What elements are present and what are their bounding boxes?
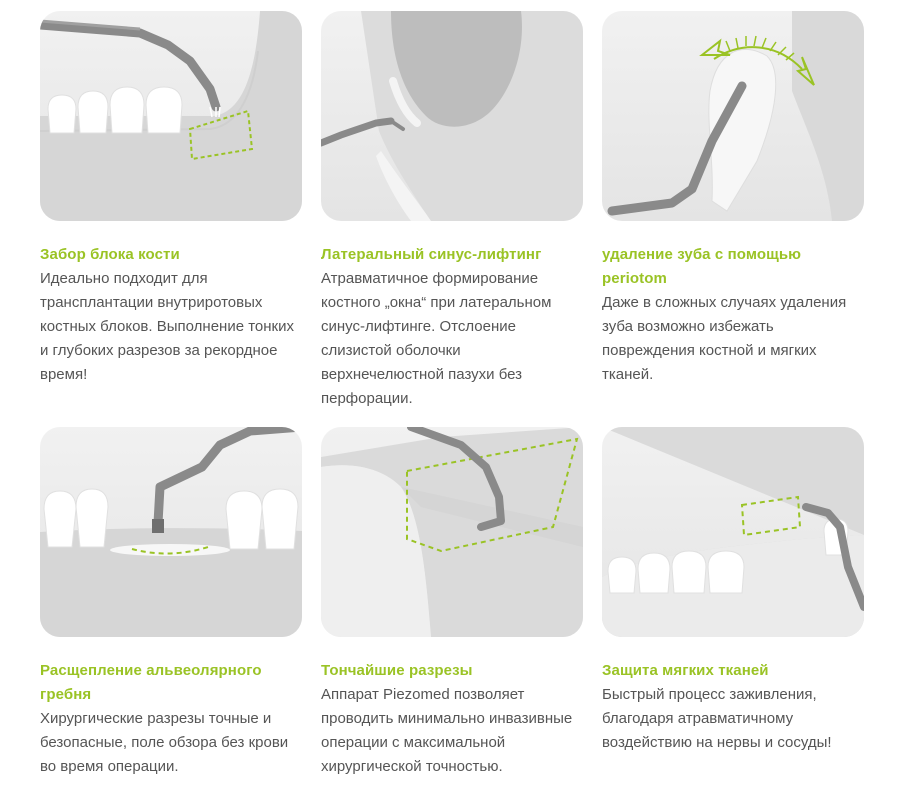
card-lateral-sinus-lift: Латеральный синус-лифтинг Атравматичное …: [321, 11, 583, 411]
card-title: Защита мягких тканей: [602, 662, 769, 679]
card-description: Даже в сложных случаях удаления зуба воз…: [602, 294, 847, 383]
card-description: Атравматичное формирование костного „окн…: [321, 270, 552, 407]
card-description: Аппарат Piezomed позволяет проводить мин…: [321, 686, 573, 775]
card-description: Хирургические разрезы точные и безопасны…: [40, 710, 289, 775]
card-soft-tissue-protection: Защита мягких тканей Быстрый процесс заж…: [602, 427, 864, 755]
sinus-lift-illustration: [321, 11, 583, 221]
card-tooth-extraction-periotom: удаление зуба с помощью periotom Даже в …: [602, 11, 864, 387]
bone-block-illustration: [40, 11, 302, 221]
card-ridge-split: Расщепление альвеолярного гребня Хирурги…: [40, 427, 302, 779]
card-description: Быстрый процесс заживления, благодаря ат…: [602, 686, 832, 751]
card-title: Расщепление альвеолярного гребня: [40, 662, 262, 703]
card-bone-block-harvest: Забор блока кости Идеально подходит для …: [40, 11, 302, 387]
periotom-illustration: [602, 11, 864, 221]
card-title: удаление зуба с помощью periotom: [602, 246, 802, 287]
card-description: Идеально подходит для трансплантации вну…: [40, 270, 294, 383]
card-title: Латеральный синус-лифтинг: [321, 246, 542, 263]
soft-tissue-illustration: [602, 427, 864, 637]
card-fine-cuts: Тончайшие разрезы Аппарат Piezomed позво…: [321, 427, 583, 779]
fine-cuts-illustration: [321, 427, 583, 637]
card-title: Тончайшие разрезы: [321, 662, 473, 679]
card-title: Забор блока кости: [40, 246, 180, 263]
ridge-split-illustration: [40, 427, 302, 637]
